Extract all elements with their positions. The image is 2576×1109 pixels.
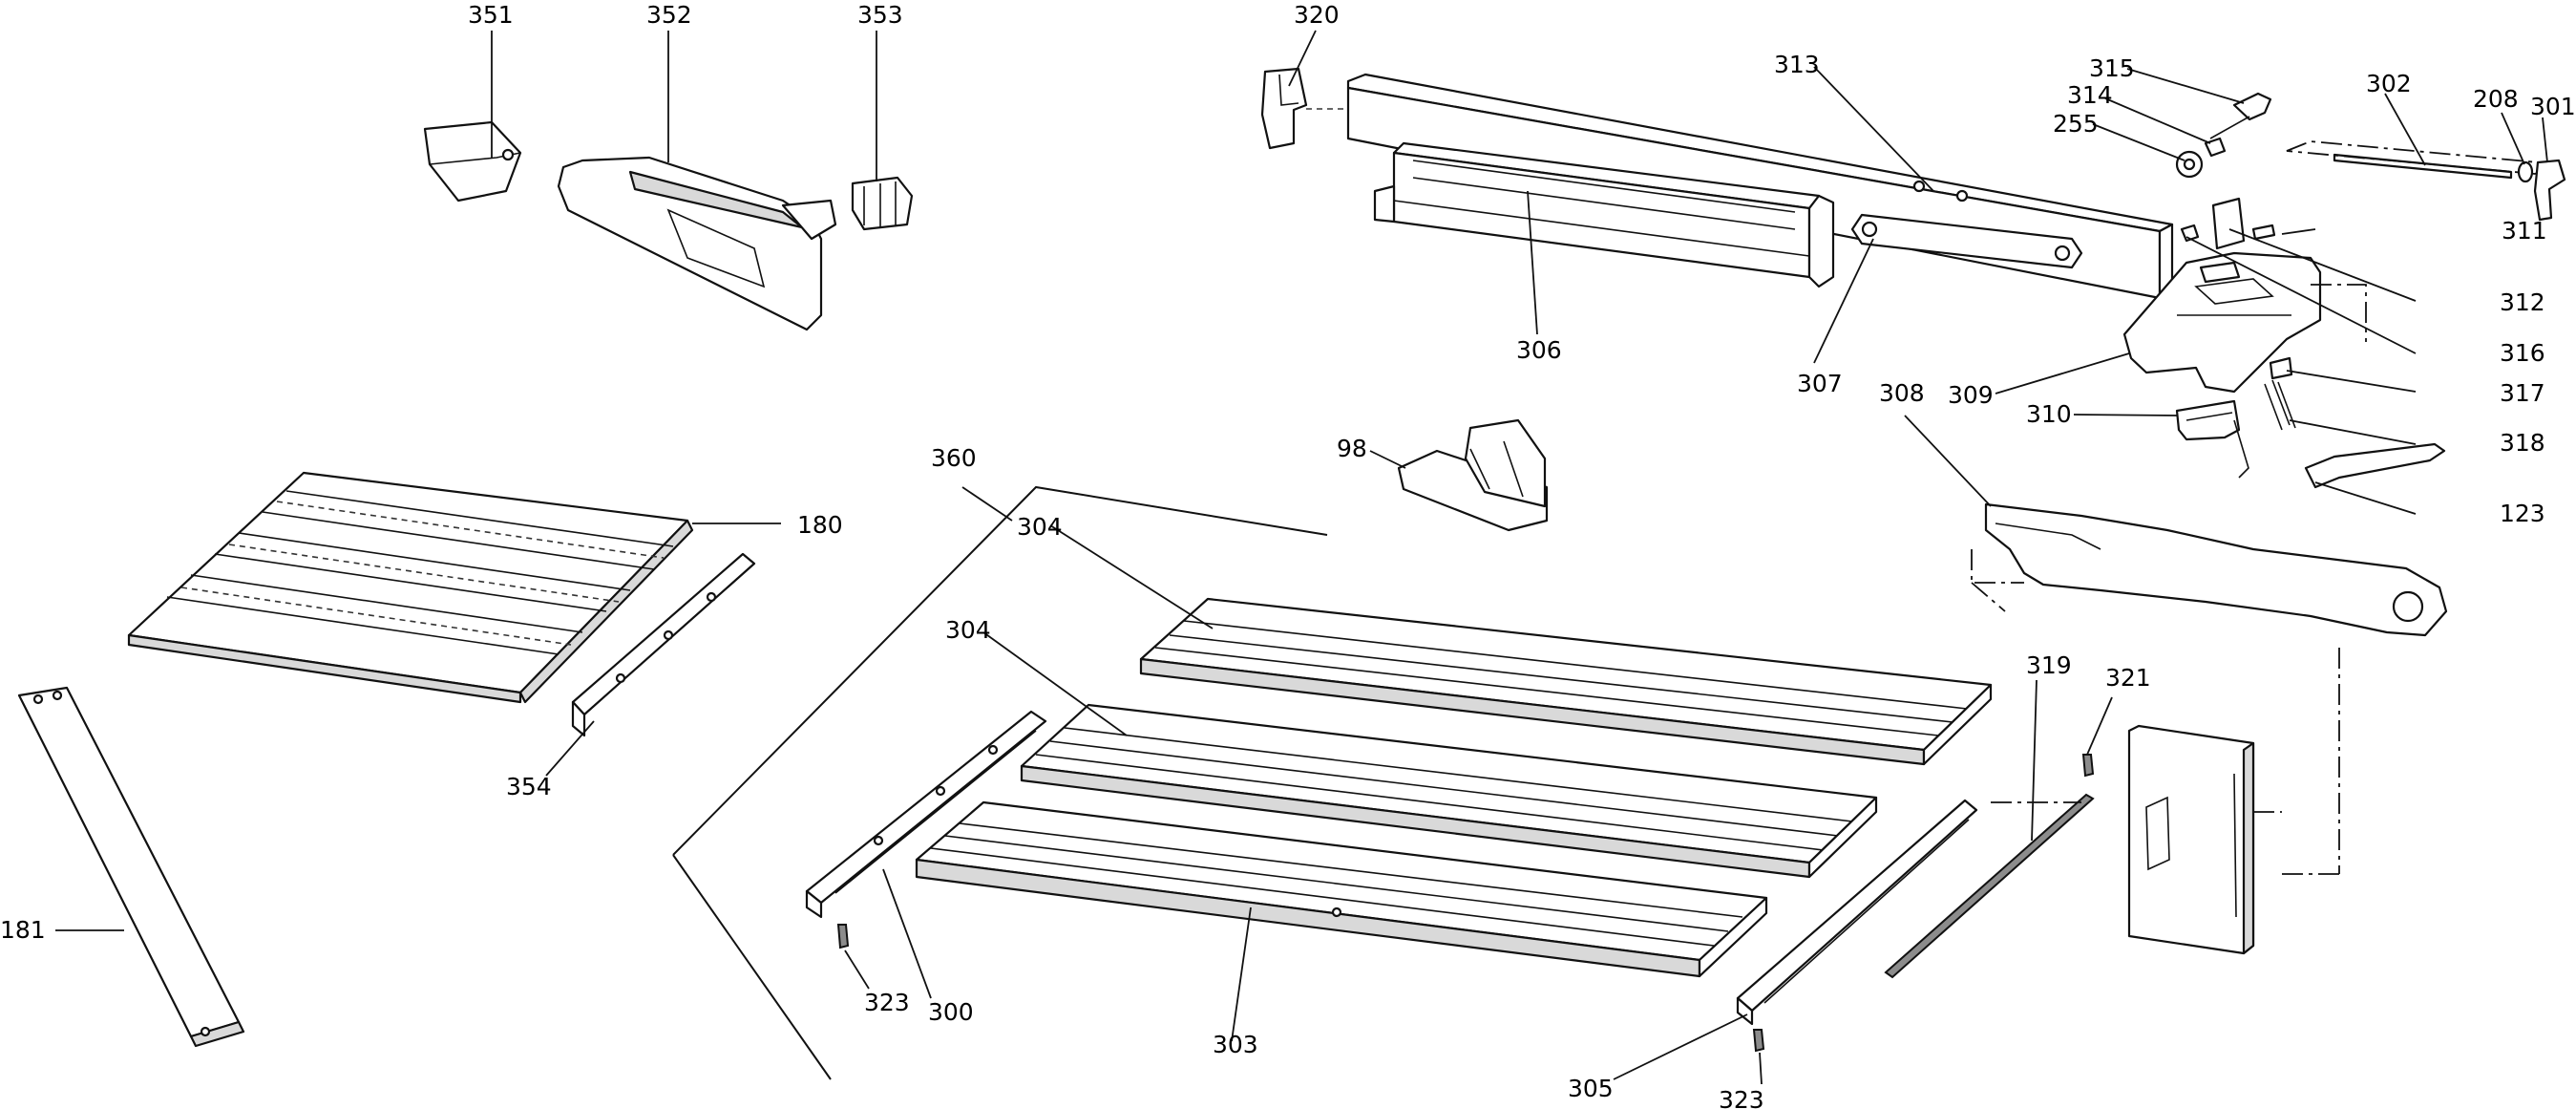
callout-123: 123 xyxy=(2500,500,2545,527)
part-304-middle-profile xyxy=(1020,703,1878,879)
callout-323-right: 323 xyxy=(1719,1086,1764,1109)
callout-309: 309 xyxy=(1948,381,1994,409)
callout-323-left: 323 xyxy=(864,989,910,1016)
part-321-screw xyxy=(2081,754,2095,778)
callout-300: 300 xyxy=(928,998,974,1026)
callout-318: 318 xyxy=(2500,429,2545,457)
callout-313: 313 xyxy=(1774,51,1820,78)
callout-351: 351 xyxy=(468,1,514,29)
part-315-screw xyxy=(2209,92,2272,139)
callout-311: 311 xyxy=(2502,217,2547,245)
callout-319: 319 xyxy=(2026,651,2072,679)
callout-316: 316 xyxy=(2500,339,2545,367)
callout-304-middle: 304 xyxy=(945,616,991,644)
part-317-bolt xyxy=(2269,356,2293,380)
part-303-lower-profile xyxy=(915,800,1768,978)
callout-303: 303 xyxy=(1213,1031,1258,1058)
part-320 xyxy=(1260,67,1308,150)
callout-304-upper: 304 xyxy=(1017,513,1063,541)
callout-360: 360 xyxy=(931,444,977,472)
callout-312: 312 xyxy=(2500,288,2545,316)
callout-307: 307 xyxy=(1797,370,1843,397)
part-360-table-frame xyxy=(672,485,1328,1080)
part-308-arm xyxy=(1971,502,2448,637)
part-309-clamp-head xyxy=(2122,251,2322,394)
callout-314: 314 xyxy=(2067,81,2113,109)
callout-352: 352 xyxy=(646,1,692,29)
callout-305: 305 xyxy=(1568,1075,1614,1102)
part-323-screw-left xyxy=(836,924,850,949)
callout-302: 302 xyxy=(2366,70,2412,97)
part-208-washer xyxy=(2517,160,2534,183)
part-181-leg xyxy=(17,686,245,1048)
part-301-knob xyxy=(2533,159,2566,222)
part-304-upper-profile xyxy=(1139,597,1993,766)
part-323-screw-right xyxy=(1752,1029,1765,1053)
part-305-right-angle xyxy=(1736,799,1978,1026)
part-310-bracket xyxy=(2175,399,2241,441)
part-123-lever xyxy=(2304,442,2446,489)
part-351 xyxy=(423,120,522,203)
callout-320: 320 xyxy=(1294,1,1340,29)
part-318-spring xyxy=(2264,379,2296,431)
callout-321: 321 xyxy=(2105,664,2151,692)
callout-310: 310 xyxy=(2026,400,2072,428)
part-319-strip xyxy=(1884,793,2095,979)
part-255-washer xyxy=(2175,150,2204,179)
callout-353: 353 xyxy=(857,1,903,29)
part-98-cap xyxy=(1397,418,1549,532)
part-312-plate xyxy=(2211,197,2246,250)
part-180-extension-table xyxy=(127,471,694,704)
callout-354: 354 xyxy=(506,773,552,800)
callout-317: 317 xyxy=(2500,379,2545,407)
part-316-nut xyxy=(2180,224,2200,243)
part-302-rod xyxy=(2286,140,2560,180)
part-321b-stop xyxy=(2127,724,2282,955)
callout-308: 308 xyxy=(1879,379,1925,407)
part-307-link xyxy=(1850,213,2083,269)
callout-180: 180 xyxy=(797,511,843,539)
callout-208: 208 xyxy=(2473,85,2519,113)
callout-301: 301 xyxy=(2530,93,2576,120)
callout-181: 181 xyxy=(0,916,46,944)
part-353 xyxy=(851,176,914,231)
part-354-angle xyxy=(571,552,756,737)
callout-315: 315 xyxy=(2089,54,2135,82)
callout-306: 306 xyxy=(1516,336,1562,364)
part-314-nut xyxy=(2204,137,2227,158)
part-352 xyxy=(557,156,837,331)
leader-lines xyxy=(55,30,2548,1085)
part-306-rail xyxy=(1373,141,1835,288)
part-300-left-angle xyxy=(805,710,1047,919)
callout-255: 255 xyxy=(2053,110,2099,138)
part-311-screw xyxy=(2251,224,2276,241)
callout-98: 98 xyxy=(1337,435,1367,462)
